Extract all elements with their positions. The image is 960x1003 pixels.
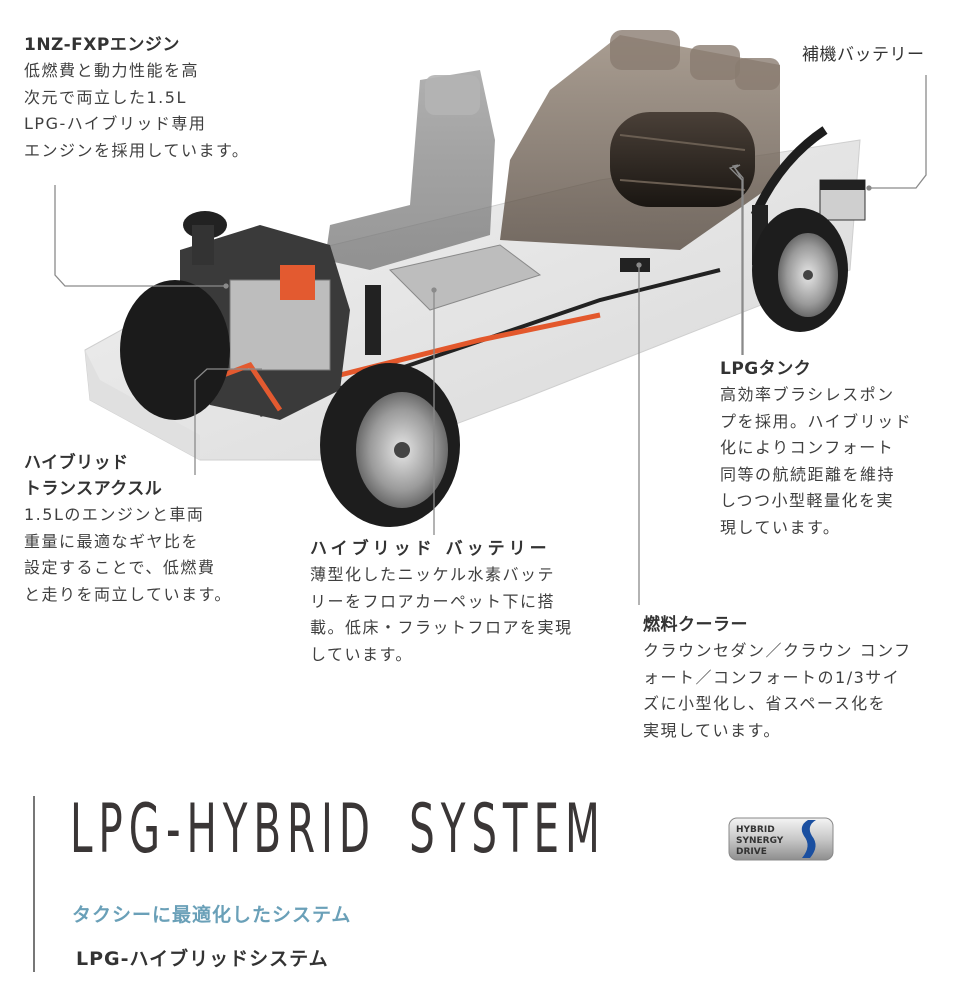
callout-hybrid-battery: ハイブリッド バッテリー 薄型化したニッケル水素バッテ リーをフロアカーペット下… <box>310 536 620 668</box>
brand-section: LPG-HYBRID SYSTEM HYBRID SYNERGY DRIVE タ… <box>0 780 960 1003</box>
callout-fuel-cooler: 燃料クーラー クラウンセダン／クラウン コンフ ォート／コンフォートの1/3サイ… <box>643 612 953 744</box>
transaxle-description: 1.5Lのエンジンと車両 重量に最適なギヤ比を 設定することで、低燃費 と走りを… <box>24 505 232 604</box>
svg-text:SYNERGY: SYNERGY <box>736 836 784 846</box>
aux-battery-title: 補機バッテリー <box>802 45 925 65</box>
transaxle-title-line1: ハイブリッド <box>24 453 129 473</box>
fuel-cooler-title: 燃料クーラー <box>643 615 748 635</box>
hybrid-battery-description: 薄型化したニッケル水素バッテ リーをフロアカーペット下に搭 載。低床・フラットフ… <box>310 565 573 664</box>
system-subtitle-japanese: LPG-ハイブリッドシステム <box>76 948 329 970</box>
system-subtitle: タクシーに最適化したシステム <box>72 904 352 926</box>
callout-engine: 1NZ-FXPエンジン 低燃費と動力性能を高 次元で両立した1.5L LPG-ハ… <box>24 32 284 164</box>
lpg-tank-description: 高効率ブラシレスポン プを採用。ハイブリッド 化によりコンフォート 同等の航続距… <box>720 385 913 537</box>
engine-description: 低燃費と動力性能を高 次元で両立した1.5L LPG-ハイブリッド専用 エンジン… <box>24 61 250 160</box>
system-title: LPG-HYBRID SYSTEM <box>70 790 606 869</box>
engine-title: 1NZ-FXPエンジン <box>24 35 180 55</box>
leader-lines <box>54 75 927 605</box>
svg-text:HYBRID: HYBRID <box>736 825 775 835</box>
svg-text:DRIVE: DRIVE <box>736 847 767 857</box>
lpg-tank-title: LPGタンク <box>720 359 812 379</box>
hybrid-synergy-drive-logo-icon: HYBRID SYNERGY DRIVE <box>728 816 834 862</box>
callout-aux-battery: 補機バッテリー <box>802 42 952 68</box>
vertical-rule <box>33 796 35 972</box>
callout-transaxle: ハイブリッド トランスアクスル 1.5Lのエンジンと車両 重量に最適なギヤ比を … <box>24 450 289 608</box>
hybrid-battery-title: ハイブリッド バッテリー <box>310 539 551 559</box>
transaxle-title-line2: トランスアクスル <box>24 479 163 499</box>
fuel-cooler-description: クラウンセダン／クラウン コンフ ォート／コンフォートの1/3サイ ズに小型化し… <box>643 641 912 740</box>
chassis-illustration <box>80 20 870 540</box>
callout-lpg-tank: LPGタンク 高効率ブラシレスポン プを採用。ハイブリッド 化によりコンフォート… <box>720 356 950 541</box>
